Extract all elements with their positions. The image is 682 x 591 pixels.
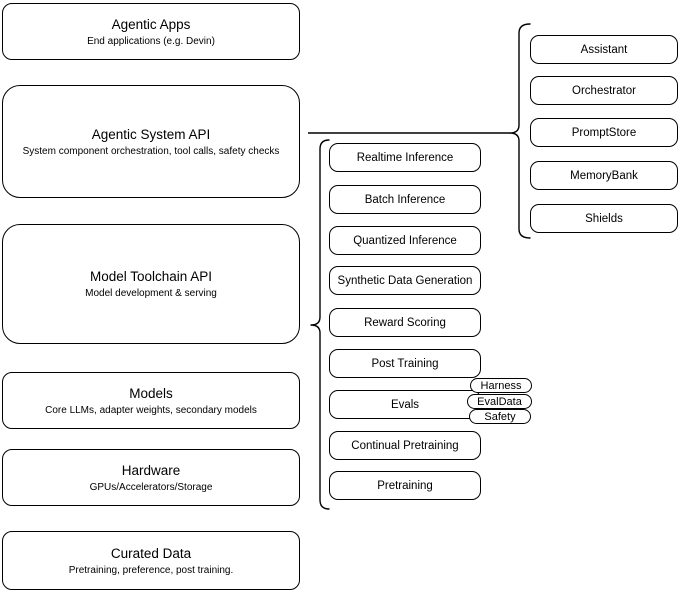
eval-tag-label: Harness [480,379,522,392]
service-box-evals: Evals [329,390,481,419]
eval-tag-safety: Safety [469,409,531,424]
agentic-apps-subtitle: End applications (e.g. Devin) [87,35,215,47]
models-title: Models [129,385,173,401]
hardware-box: Hardware GPUs/Accelerators/Storage [2,449,300,506]
service-label: Batch Inference [364,193,446,206]
component-box-shields: Shields [530,204,678,233]
service-label: Continual Pretraining [351,439,459,452]
eval-tag-evaldata: EvalData [467,394,532,409]
service-box-synthetic-data-generation: Synthetic Data Generation [329,266,481,295]
agentic-system-api-box: Agentic System API System component orch… [2,85,300,198]
agentic-apps-title: Agentic Apps [111,16,191,32]
component-label: Assistant [580,43,628,56]
agentic-system-api-subtitle: System component orchestration, tool cal… [22,145,280,157]
curated-data-box: Curated Data Pretraining, preference, po… [2,531,300,590]
component-label: PromptStore [571,126,637,139]
models-box: Models Core LLMs, adapter weights, secon… [2,372,300,429]
component-box-memorybank: MemoryBank [530,161,678,190]
service-label: Realtime Inference [356,151,454,164]
service-box-post-training: Post Training [329,349,481,378]
agentic-system-api-title: Agentic System API [91,126,211,142]
component-box-promptstore: PromptStore [530,118,678,147]
system-group-brace [509,23,531,239]
eval-tag-harness: Harness [470,378,532,393]
service-label: Quantized Inference [353,234,457,247]
service-label: Synthetic Data Generation [337,274,473,287]
curated-data-subtitle: Pretraining, preference, post training. [68,564,234,576]
service-label: Reward Scoring [364,316,446,329]
component-label: Shields [585,212,623,225]
agentic-apps-box: Agentic Apps End applications (e.g. Devi… [2,3,300,60]
models-subtitle: Core LLMs, adapter weights, secondary mo… [45,404,257,416]
model-toolchain-api-box: Model Toolchain API Model development & … [2,224,300,344]
service-box-batch-inference: Batch Inference [329,185,481,214]
service-box-reward-scoring: Reward Scoring [329,308,481,337]
service-label: Pretraining [377,479,433,492]
model-toolchain-api-title: Model Toolchain API [89,269,213,284]
component-box-assistant: Assistant [530,35,678,64]
service-box-quantized-inference: Quantized Inference [329,226,481,255]
service-box-continual-pretraining: Continual Pretraining [329,431,481,460]
hardware-subtitle: GPUs/Accelerators/Storage [89,481,213,493]
toolchain-group-brace [310,139,330,510]
eval-tag-label: EvalData [477,395,522,408]
component-label: MemoryBank [570,169,638,182]
service-box-pretraining: Pretraining [329,471,481,500]
eval-tag-label: Safety [484,410,516,423]
component-label: Orchestrator [572,84,636,97]
service-label: Post Training [371,357,439,370]
curated-data-title: Curated Data [110,545,192,561]
component-box-orchestrator: Orchestrator [530,76,678,105]
hardware-title: Hardware [121,462,181,478]
service-box-realtime-inference: Realtime Inference [329,143,481,172]
model-toolchain-api-subtitle: Model development & serving [85,288,217,299]
service-label: Evals [390,398,420,411]
